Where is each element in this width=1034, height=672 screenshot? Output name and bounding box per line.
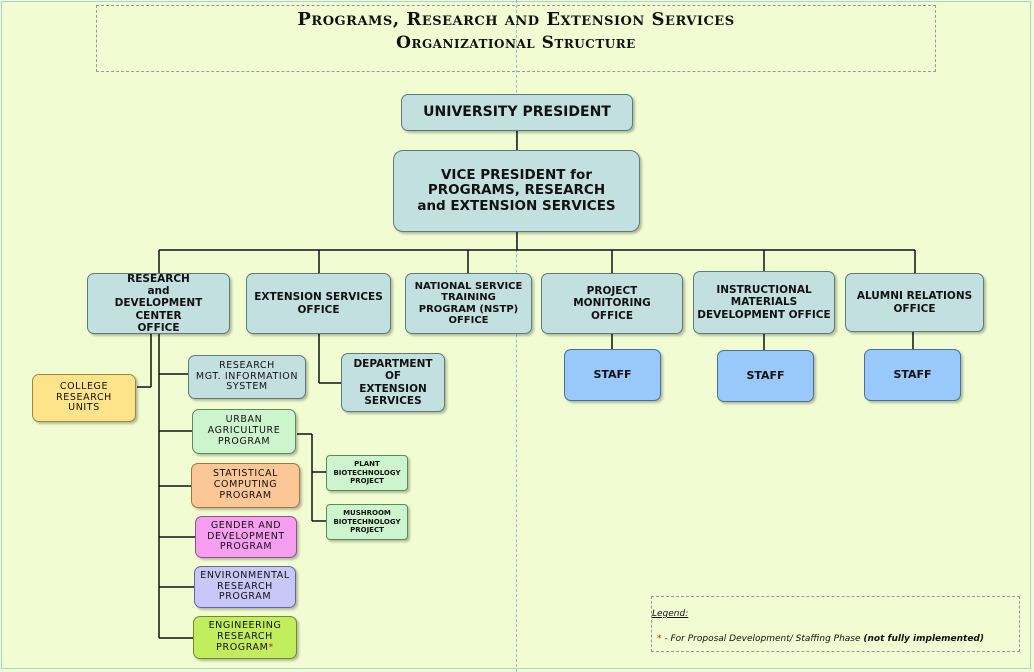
engineering-research-program-box: ENGINEERING RESEARCH PROGRAM* (193, 616, 297, 659)
nstp-office-box: NATIONAL SERVICE TRAINING PROGRAM (NSTP)… (405, 273, 532, 334)
legend-emphasis: (not fully implemented) (863, 634, 984, 644)
project-monitoring-staff-box: STAFF (564, 349, 661, 401)
instructional-materials-office-label: INSTRUCTIONAL MATERIALS DEVELOPMENT OFFI… (697, 284, 831, 321)
urban-agriculture-program-label: URBAN AGRICULTURE PROGRAM (207, 414, 281, 447)
legend-separator: - (661, 634, 671, 644)
research-mis-label: RESEARCH MGT. INFORMATION SYSTEM (195, 359, 299, 393)
gender-development-program-label: GENDER AND DEVELOPMENT PROGRAM (207, 519, 285, 553)
project-monitoring-office-label: PROJECT MONITORING OFFICE (573, 285, 651, 322)
legend-box: Legend: * - For Proposal Development/ St… (651, 596, 1020, 652)
chart-title-line2: Organizational Structure (396, 33, 636, 53)
vice-president-box: VICE PRESIDENT for PROGRAMS, RESEARCH an… (393, 150, 640, 232)
research-mis-box: RESEARCH MGT. INFORMATION SYSTEM (188, 355, 306, 399)
instructional-materials-office-box: INSTRUCTIONAL MATERIALS DEVELOPMENT OFFI… (693, 271, 835, 334)
mushroom-biotechnology-project-box: MUSHROOM BIOTECHNOLOGY PROJECT (326, 504, 408, 540)
department-extension-services-box: DEPARTMENT OF EXTENSION SERVICES (341, 353, 445, 412)
extension-services-office-box: EXTENSION SERVICES OFFICE (246, 273, 391, 334)
vice-president-label: VICE PRESIDENT for PROGRAMS, RESEARCH an… (417, 166, 616, 214)
extension-services-office-label: EXTENSION SERVICES OFFICE (254, 291, 383, 316)
project-monitoring-office-box: PROJECT MONITORING OFFICE (541, 273, 683, 334)
chart-title-box: Programs, Research and Extension Service… (96, 5, 936, 72)
statistical-computing-program-label: STATISTICAL COMPUTING PROGRAM (212, 468, 279, 501)
legend-item: * - For Proposal Development/ Staffing P… (657, 634, 984, 644)
chart-title-line1: Programs, Research and Extension Service… (297, 9, 735, 30)
rd-center-office-label: RESEARCH and DEVELOPMENT CENTER OFFICE (114, 273, 203, 334)
urban-agriculture-program-box: URBAN AGRICULTURE PROGRAM (192, 409, 296, 454)
alumni-relations-staff-box: STAFF (864, 349, 961, 401)
legend-title: Legend: (652, 609, 689, 619)
environmental-research-program-label: ENVIRONMENTAL RESEARCH PROGRAM (200, 569, 290, 603)
university-president-box: UNIVERSITY PRESIDENT (401, 94, 633, 131)
engineering-phase-marker: * (268, 641, 274, 653)
department-extension-services-label: DEPARTMENT OF EXTENSION SERVICES (353, 358, 433, 407)
nstp-office-label: NATIONAL SERVICE TRAINING PROGRAM (NSTP)… (414, 280, 523, 327)
gender-development-program-box: GENDER AND DEVELOPMENT PROGRAM (195, 516, 297, 558)
legend-text: For Proposal Development/ Staffing Phase (670, 634, 864, 644)
university-president-label: UNIVERSITY PRESIDENT (423, 104, 611, 121)
statistical-computing-program-box: STATISTICAL COMPUTING PROGRAM (191, 463, 300, 508)
project-monitoring-staff-label: STAFF (593, 367, 632, 381)
plant-biotechnology-project-label: PLANT BIOTECHNOLOGY PROJECT (333, 460, 401, 486)
center-guide-line (516, 0, 517, 672)
environmental-research-program-box: ENVIRONMENTAL RESEARCH PROGRAM (194, 566, 296, 608)
rd-center-office-box: RESEARCH and DEVELOPMENT CENTER OFFICE (87, 273, 230, 334)
alumni-relations-staff-label: STAFF (893, 367, 932, 381)
engineering-research-program-label: ENGINEERING RESEARCH PROGRAM* (208, 620, 282, 654)
college-research-units-box: COLLEGE RESEARCH UNITS (32, 374, 136, 422)
mushroom-biotechnology-project-label: MUSHROOM BIOTECHNOLOGY PROJECT (333, 509, 401, 535)
engineering-research-program-text: ENGINEERING RESEARCH PROGRAM (208, 620, 282, 653)
alumni-relations-office-box: ALUMNI RELATIONS OFFICE (845, 273, 984, 332)
instructional-materials-staff-box: STAFF (717, 350, 814, 402)
legend-marker: * (657, 634, 662, 644)
plant-biotechnology-project-box: PLANT BIOTECHNOLOGY PROJECT (326, 455, 408, 491)
alumni-relations-office-label: ALUMNI RELATIONS OFFICE (856, 290, 973, 315)
college-research-units-label: COLLEGE RESEARCH UNITS (56, 380, 112, 414)
instructional-materials-staff-label: STAFF (746, 368, 785, 382)
